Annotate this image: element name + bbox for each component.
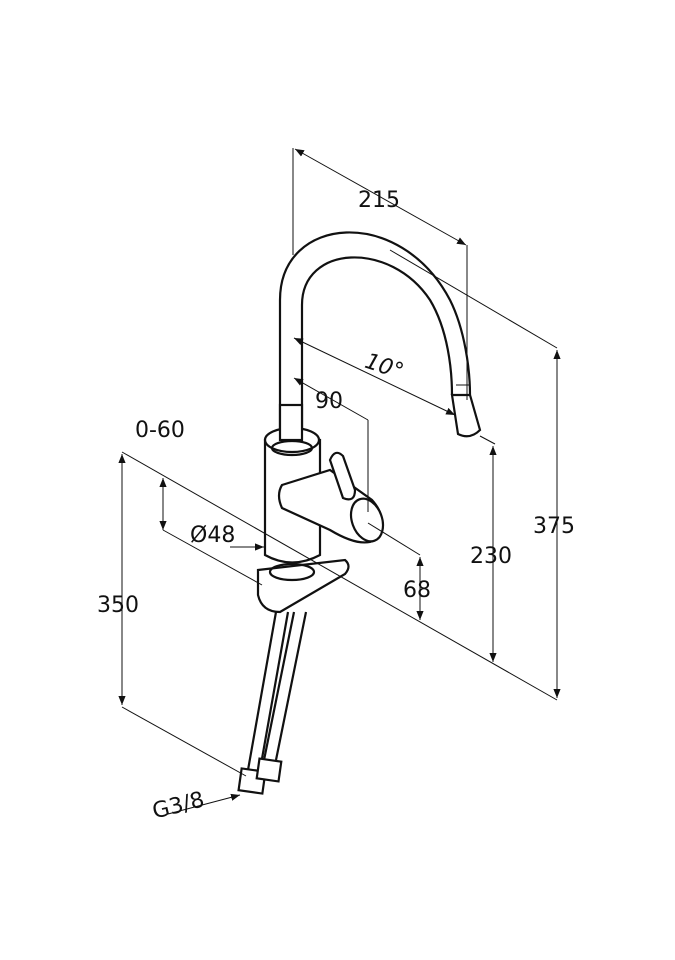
mounting-plate [256, 558, 350, 614]
dim-90: 90 [315, 389, 343, 414]
dim-0-60: 0-60 [135, 418, 185, 443]
dim-68: 68 [403, 578, 431, 603]
dim-10-degrees: 10° [362, 349, 407, 385]
spout-tip [450, 393, 482, 438]
dim-350: 350 [97, 593, 139, 618]
hose-left [246, 611, 290, 771]
dim-215: 215 [358, 188, 400, 213]
hose-nut-right [255, 757, 283, 783]
dim-diameter-48: Ø48 [190, 523, 235, 548]
dim-g3-8: G3/8 [150, 787, 207, 824]
hose-right [262, 611, 308, 761]
handle-lever [328, 451, 357, 501]
dim-230: 230 [470, 544, 512, 569]
spout [278, 231, 472, 432]
dimension-lines [118, 148, 561, 815]
faucet-outline [237, 231, 482, 795]
dim-375: 375 [533, 514, 575, 539]
